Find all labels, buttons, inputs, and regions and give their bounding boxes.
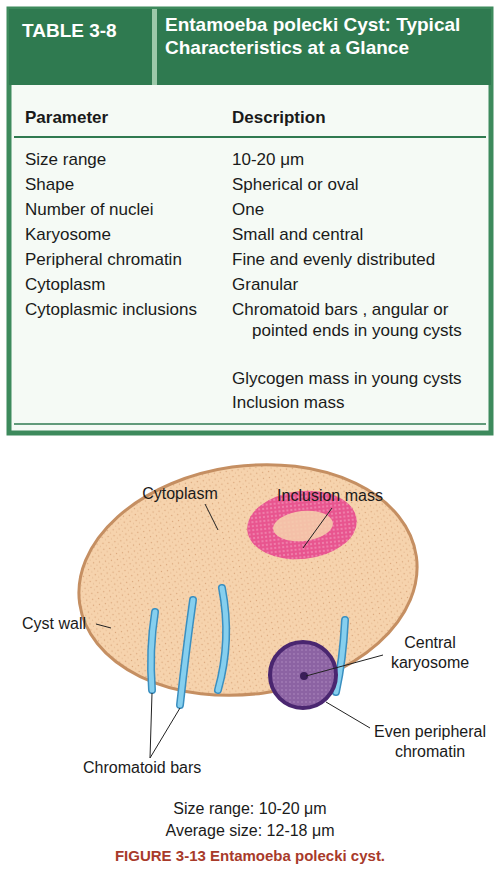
column-header: Parameter <box>25 107 108 128</box>
table-cell: Fine and evenly distributed <box>232 249 435 270</box>
table-title: Entamoeba polecki Cyst: Typical Characte… <box>165 13 483 59</box>
table-cell: 10-20 μm <box>232 149 304 170</box>
header-band <box>9 9 491 85</box>
table-cell: Number of nuclei <box>25 199 154 220</box>
part-label: Even peripheral chromatin <box>368 722 493 762</box>
table-cell: Glycogen mass in young cysts <box>232 368 497 389</box>
cyst-wall <box>64 443 432 716</box>
table-cell: Inclusion mass <box>232 392 497 413</box>
nucleus <box>270 642 336 708</box>
table-cell: Small and central <box>232 224 363 245</box>
table-cell: Karyosome <box>25 224 111 245</box>
table-cell: Peripheral chromatin <box>25 249 182 270</box>
part-label: Inclusion mass <box>277 486 383 506</box>
table-cell: Chromatoid bars , angular or pointed end… <box>232 299 497 341</box>
figure-caption: FIGURE 3-13 Entamoeba polecki cyst. <box>115 846 385 866</box>
size-note: Average size: 12-18 μm <box>165 821 334 841</box>
inclusion-center <box>272 508 335 544</box>
column-header: Description <box>232 107 326 128</box>
table-cell: Cytoplasmic inclusions <box>25 299 197 320</box>
part-label: Chromatoid bars <box>83 758 201 778</box>
table-cell: Cytoplasm <box>25 274 105 295</box>
table-cell: One <box>232 199 264 220</box>
part-label: Central karyosome <box>380 633 480 673</box>
size-note: Size range: 10-20 μm <box>173 799 326 819</box>
row-rule <box>14 423 486 425</box>
table-number: TABLE 3-8 <box>22 19 117 42</box>
table-cell: Spherical or oval <box>232 174 359 195</box>
row-rule <box>14 136 486 138</box>
header-divider <box>152 9 157 85</box>
leader-lines <box>96 504 383 758</box>
part-label: Cytoplasm <box>142 484 218 504</box>
table-cell: Shape <box>25 174 74 195</box>
table-cell: Size range <box>25 149 106 170</box>
part-label: Cyst wall <box>22 614 86 634</box>
table-cell: Granular <box>232 274 298 295</box>
